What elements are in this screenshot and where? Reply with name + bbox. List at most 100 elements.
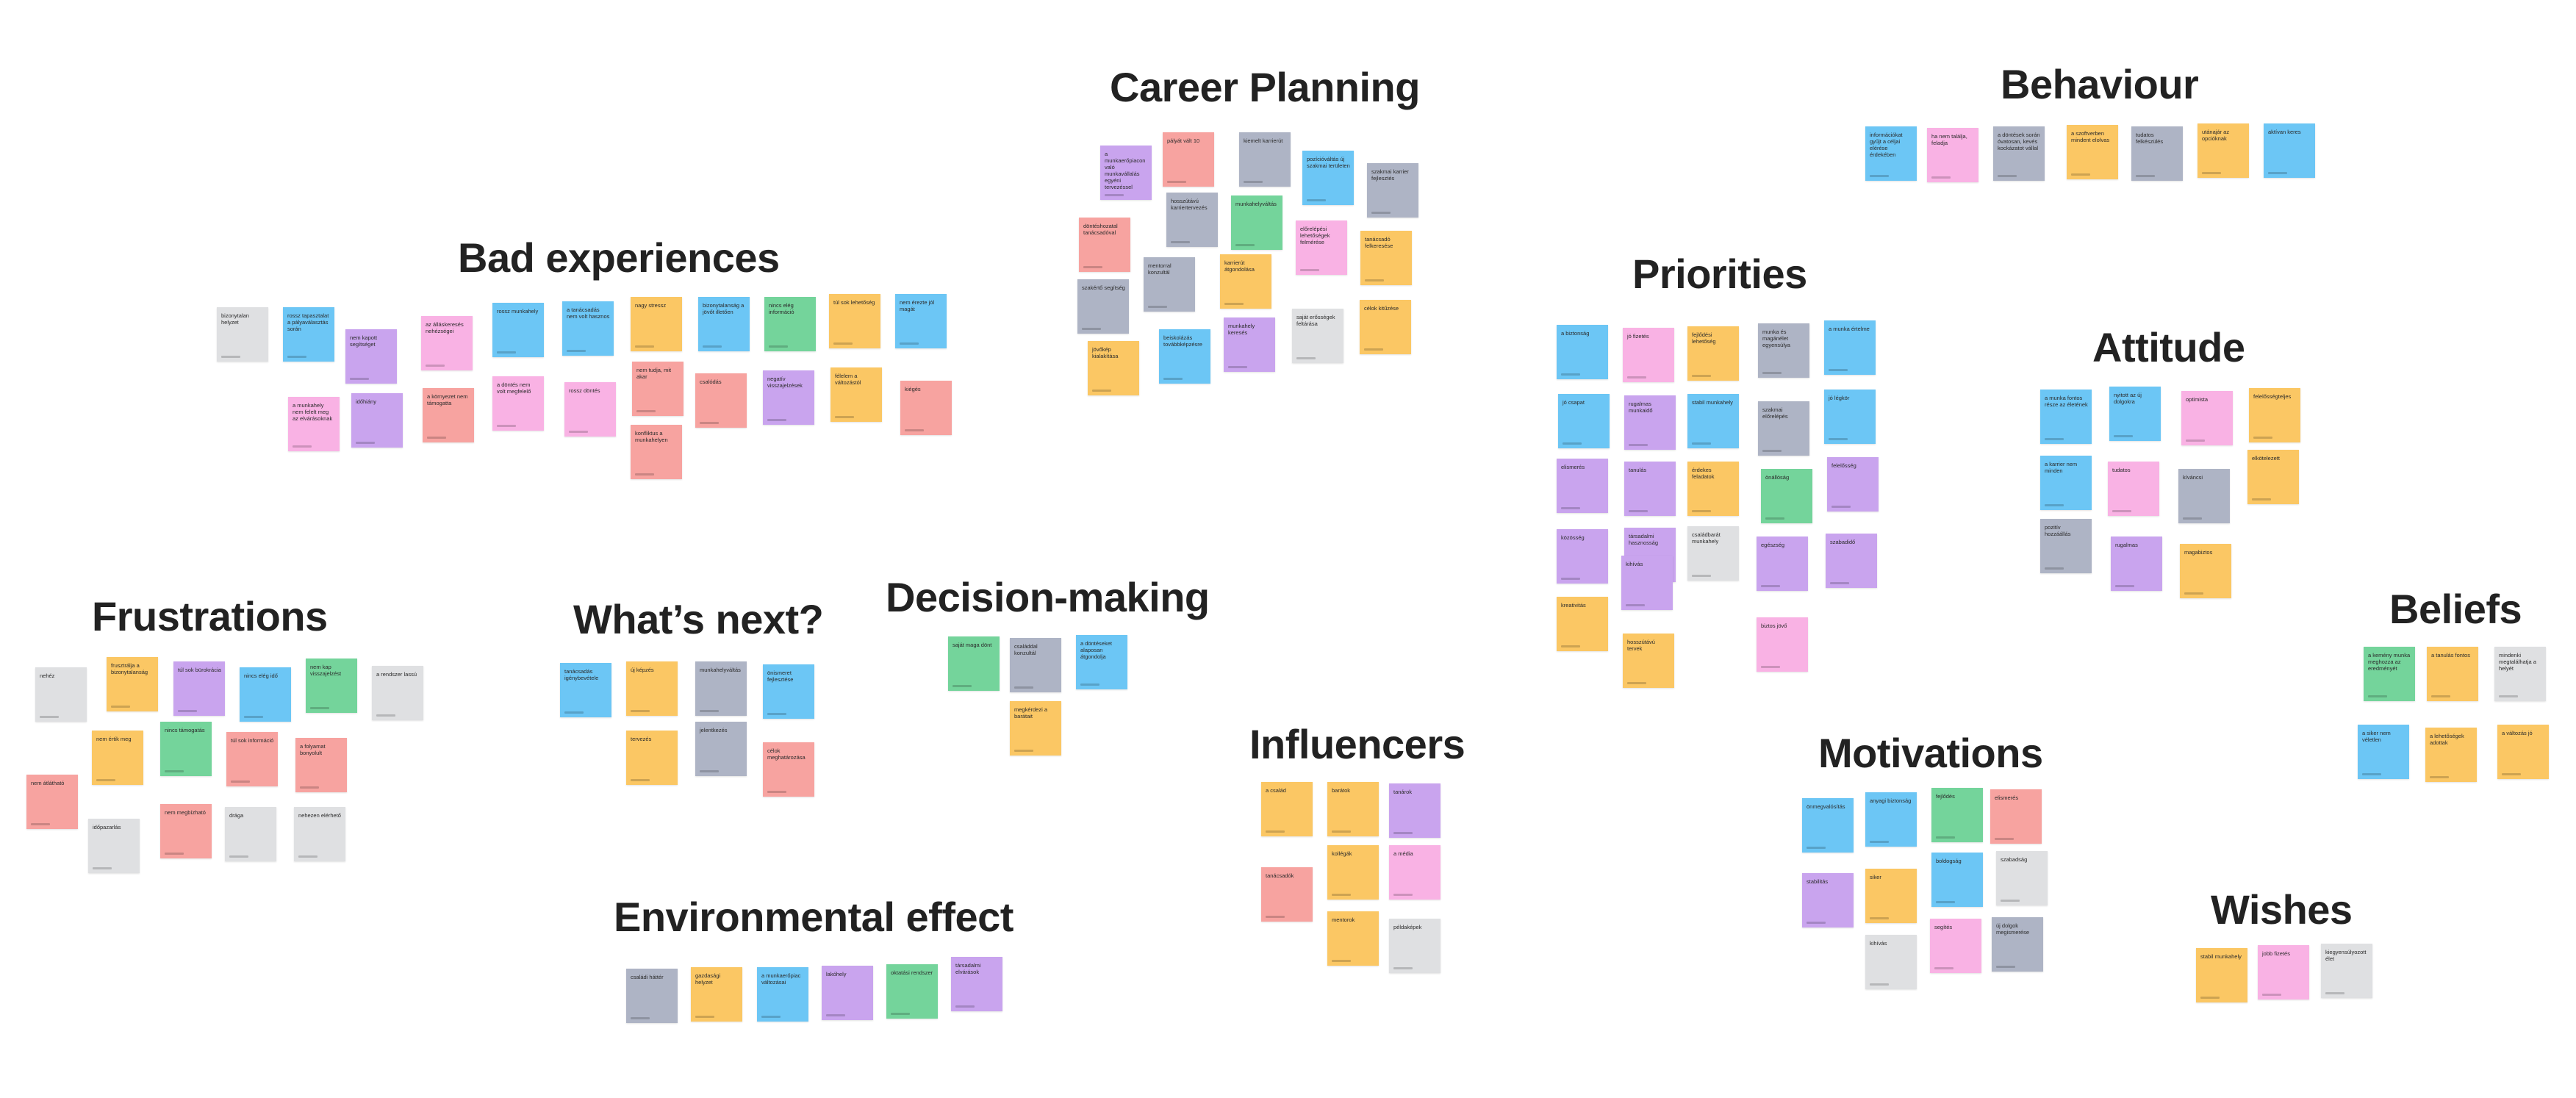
sticky-note[interactable]: jelentkezés [695, 722, 747, 776]
sticky-note[interactable]: nem megbízható [160, 804, 212, 858]
sticky-note[interactable]: érdekes feladatok [1687, 462, 1739, 516]
sticky-note[interactable]: felelősség [1827, 457, 1879, 512]
sticky-note[interactable]: kreativitás [1557, 597, 1608, 651]
sticky-note[interactable]: túl sok lehetőség [829, 294, 880, 348]
sticky-note[interactable]: túl sok információ [226, 732, 278, 786]
sticky-note[interactable]: nagy stressz [631, 297, 682, 351]
sticky-note[interactable]: munka és magánélet egyensúlya [1758, 323, 1809, 378]
sticky-note[interactable]: pozícióváltás új szakmai területen [1302, 151, 1354, 205]
sticky-note[interactable]: önmegvalósítás [1802, 798, 1854, 853]
sticky-note[interactable]: a rendszer lassú [372, 666, 423, 720]
sticky-note[interactable]: a munkaerőpiacon való munkavállalás egyé… [1100, 146, 1152, 200]
sticky-note[interactable]: a család [1261, 782, 1313, 836]
sticky-note[interactable]: szabadság [1996, 851, 2048, 905]
sticky-note[interactable]: fejlődési lehetőség [1687, 326, 1739, 381]
sticky-note[interactable]: a kemény munka meghozza az eredményét [2364, 647, 2415, 701]
sticky-note[interactable]: kihívás [1865, 935, 1917, 989]
sticky-note[interactable]: fejlődés [1931, 788, 1983, 842]
sticky-note[interactable]: kihívás [1621, 556, 1673, 610]
sticky-note[interactable]: negatív visszajelzések [763, 370, 814, 425]
sticky-note[interactable]: félelem a változástól [830, 367, 882, 422]
sticky-note[interactable]: jó fizetés [1623, 328, 1674, 382]
sticky-note[interactable]: nyitott az új dolgokra [2109, 387, 2161, 441]
sticky-note[interactable]: új dolgok megismerése [1992, 917, 2043, 972]
sticky-note[interactable]: nem átlátható [26, 775, 78, 829]
sticky-note[interactable]: lakóhely [822, 966, 873, 1020]
sticky-note[interactable]: elismerés [1557, 459, 1608, 513]
sticky-note[interactable]: a tanácsadás nem volt hasznos [562, 301, 614, 356]
sticky-note[interactable]: boldogság [1931, 853, 1983, 907]
sticky-note[interactable]: túl sok bürokrácia [173, 661, 225, 716]
sticky-note[interactable]: rossz munkahely [492, 303, 544, 357]
sticky-note[interactable]: tervezés [626, 731, 678, 785]
sticky-note[interactable]: gazdasági helyzet [691, 967, 742, 1022]
sticky-note[interactable]: a munka fontos része az életének [2040, 390, 2092, 444]
sticky-note[interactable]: stabil munkahely [1687, 394, 1739, 448]
sticky-note[interactable]: barátok [1327, 782, 1379, 836]
sticky-note[interactable]: nincs elég idő [240, 667, 291, 722]
sticky-note[interactable]: egészség [1757, 537, 1808, 591]
sticky-note[interactable]: kiégés [900, 381, 952, 435]
sticky-note[interactable]: előrelépési lehetőségek felmérése [1296, 220, 1347, 275]
sticky-note[interactable]: tudatos felkészülés [2131, 126, 2183, 181]
sticky-note[interactable]: rugalmas munkaidő [1624, 395, 1676, 450]
sticky-note[interactable]: szabadidő [1826, 534, 1877, 588]
sticky-note[interactable]: az álláskeresés nehézségei [421, 316, 473, 370]
sticky-note[interactable]: szakmai karrier fejlesztés [1367, 163, 1418, 218]
sticky-note[interactable]: segítés [1930, 919, 1981, 973]
sticky-note[interactable]: oktatási rendszer [886, 964, 938, 1019]
sticky-note[interactable]: karrierút átgondolása [1220, 254, 1271, 309]
sticky-note[interactable]: tanácsadás igénybevétele [560, 663, 611, 717]
sticky-note[interactable]: a karrier nem minden [2040, 456, 2092, 510]
sticky-note[interactable]: tanárok [1389, 783, 1441, 838]
sticky-note[interactable]: a lehetőségek adottak [2425, 728, 2477, 782]
sticky-note[interactable]: anyagi biztonság [1865, 792, 1917, 847]
sticky-note[interactable]: célok meghatározása [763, 742, 814, 797]
sticky-note[interactable]: információkat gyűjt a céljai elérése érd… [1865, 126, 1917, 181]
sticky-note[interactable]: saját erősségek feltárása [1292, 309, 1343, 363]
sticky-note[interactable]: döntéshozatal tanácsadóval [1079, 218, 1130, 272]
sticky-note[interactable]: tanácsadók [1261, 867, 1313, 922]
sticky-note[interactable]: jobb fizetés [2258, 945, 2309, 1000]
sticky-note[interactable]: a munkaerőpiac változásai [757, 967, 808, 1022]
sticky-note[interactable]: tanulás [1624, 462, 1676, 516]
sticky-note[interactable]: mindenki megtalálhatja a helyét [2494, 647, 2546, 701]
sticky-note[interactable]: példaképek [1389, 919, 1441, 973]
sticky-note[interactable]: időhiány [351, 393, 403, 448]
sticky-note[interactable]: munkahelyváltás [695, 661, 747, 716]
sticky-note[interactable]: hosszútávú karriertervezés [1166, 193, 1218, 247]
sticky-note[interactable]: elismerés [1990, 789, 2042, 844]
sticky-note[interactable]: kiegyensúlyozott élet [2321, 944, 2372, 998]
sticky-note[interactable]: jó csapat [1558, 394, 1610, 448]
sticky-note[interactable]: kollégák [1327, 845, 1379, 900]
sticky-note[interactable]: pozitív hozzáállás [2040, 519, 2092, 573]
sticky-note[interactable]: a siker nem véletlen [2358, 725, 2409, 779]
sticky-note[interactable]: bizonytalan helyzet [217, 307, 268, 362]
sticky-note[interactable]: munkahelyváltás [1231, 195, 1282, 250]
sticky-note[interactable]: drága [225, 807, 276, 861]
sticky-note[interactable]: stabilitás [1802, 873, 1854, 927]
sticky-note[interactable]: a tanulás fontos [2427, 647, 2478, 701]
sticky-note[interactable]: nincs elég információ [764, 297, 816, 351]
sticky-note[interactable]: nem kap visszajelzést [306, 659, 357, 713]
sticky-note[interactable]: mentorral konzultál [1144, 257, 1195, 312]
sticky-note[interactable]: rossz döntés [564, 382, 616, 437]
sticky-note[interactable]: kiemelt karrierút [1239, 132, 1291, 187]
sticky-note[interactable]: stabil munkahely [2196, 948, 2247, 1002]
sticky-note[interactable]: nem értik meg [92, 731, 143, 785]
sticky-note[interactable]: mentorok [1327, 911, 1379, 966]
sticky-note[interactable]: jó légkör [1824, 390, 1876, 444]
sticky-note[interactable]: rossz tapasztalat a pályaválasztás során [283, 307, 334, 362]
sticky-note[interactable]: rugalmas [2111, 537, 2162, 591]
sticky-note[interactable]: önállóság [1761, 469, 1812, 523]
sticky-note[interactable]: aktívan keres [2264, 123, 2315, 178]
sticky-note[interactable]: célok kitűzése [1360, 300, 1411, 354]
sticky-note[interactable]: a döntéseket alaposan átgondolja [1076, 635, 1127, 689]
sticky-note[interactable]: biztos jövő [1757, 617, 1808, 672]
sticky-note[interactable]: megkérdezi a barátait [1010, 701, 1061, 756]
sticky-note[interactable]: tudatos [2108, 462, 2159, 516]
sticky-note[interactable]: társadalmi elvárások [951, 957, 1002, 1011]
sticky-note[interactable]: a folyamat bonyolult [295, 738, 347, 792]
sticky-note[interactable]: új képzés [626, 661, 678, 716]
sticky-note[interactable]: a munkahely nem felelt meg az elvárásokn… [288, 397, 340, 451]
